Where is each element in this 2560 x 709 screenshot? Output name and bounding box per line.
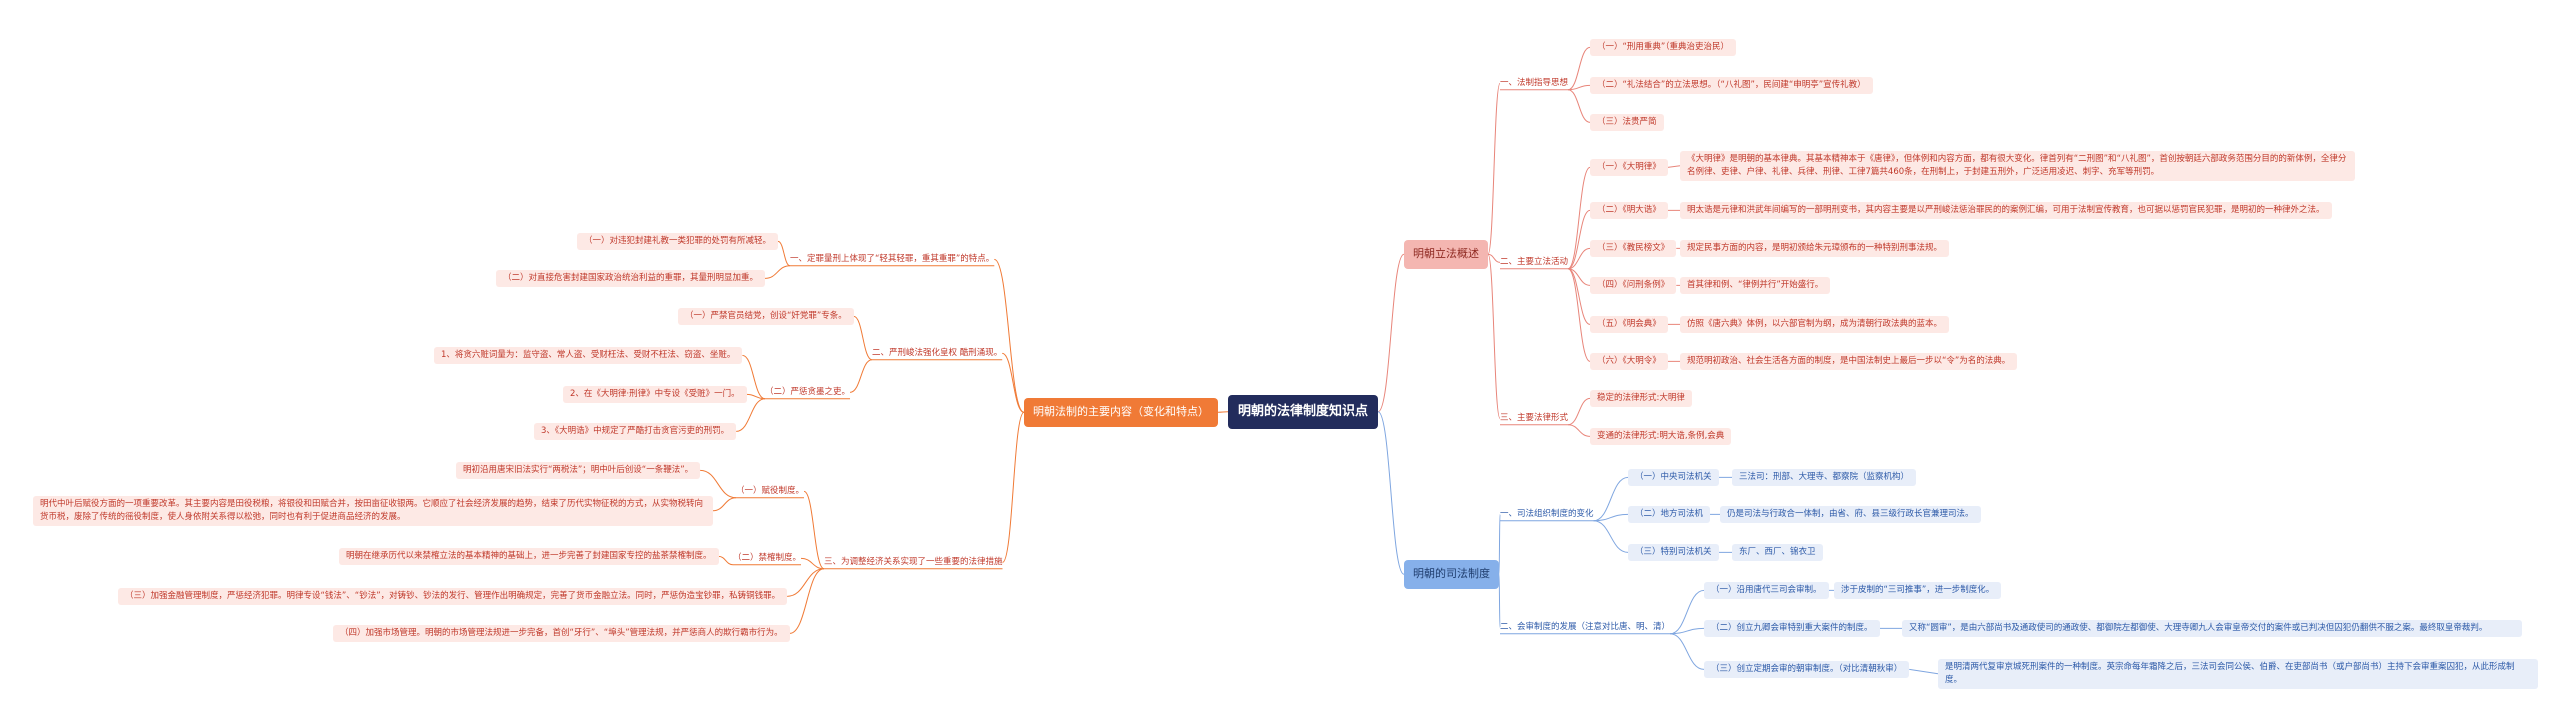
- connector: [1670, 627, 1705, 635]
- leaf-finance[interactable]: （三）加强金融管理制度，严惩经济犯罪。明律专设“钱法”、“钞法”，对铸钞、钞法的…: [118, 588, 788, 605]
- leaf-org-2-val[interactable]: 仍是司法与行政合一体制，由省、府、县三级行政长官兼理司法。: [1720, 506, 1981, 523]
- branch-harsh-law[interactable]: 二、严刑峻法强化皇权 酷刑涌现。: [872, 348, 1003, 358]
- leaf-trial-1-val[interactable]: 涉于皮制的“三司推事”，进一步制度化。: [1834, 582, 2002, 599]
- connector: [1669, 589, 1705, 635]
- leaf-activity-6-val[interactable]: 规范明初政治、社会生活各方面的制度，是中国法制史上最后一步以“令”为名的法典。: [1680, 353, 2018, 370]
- leaf-tax-1[interactable]: 明初沿用唐宋旧法实行“两税法”；明中叶后创设“一条鞭法”。: [456, 462, 701, 479]
- connector: [1498, 513, 1501, 575]
- branch-tax-service[interactable]: （一）赋役制度。: [736, 486, 805, 496]
- leaf-activity-6-key[interactable]: （六）《大明令》: [1590, 353, 1668, 370]
- connector: [1567, 424, 1591, 437]
- leaf-corrupt-3[interactable]: 3、《大明诰》中规定了严酷打击贪官污吏的刑罚。: [534, 423, 737, 440]
- connector: [1567, 166, 1591, 270]
- group-legal-forms[interactable]: 三、主要法律形式: [1500, 413, 1569, 423]
- connector: [1567, 247, 1591, 270]
- leaf-trial-3-val[interactable]: 是明清两代复审京城死刑案件的一种制度。英宗命每年霜降之后，三法司会同公侯、伯爵、…: [1938, 659, 2538, 689]
- branch-main-content[interactable]: 明朝法制的主要内容（变化和特点）: [1024, 398, 1218, 427]
- connector: [994, 258, 1025, 413]
- leaf-org-2-key[interactable]: （二）地方司法机: [1628, 506, 1711, 523]
- connector: [1593, 513, 1629, 522]
- group-joint-trial[interactable]: 二、会审制度的发展（注意对比唐、明、清）: [1500, 622, 1671, 632]
- connector: [1567, 209, 1591, 270]
- leaf-market[interactable]: （四）加强市场管理。明朝的市场管理法规进一步完备，首创“牙行”、“埠头”管理法规…: [333, 625, 790, 642]
- group-judicial-organization[interactable]: 一、司法组织制度的变化: [1500, 509, 1594, 519]
- root-topic[interactable]: 明朝的法律制度知识点: [1228, 395, 1379, 429]
- leaf-trial-2-key[interactable]: （二）创立九卿会审特别重大案件的制度。: [1704, 620, 1880, 637]
- leaf-activity-5-key[interactable]: （五）《明会典》: [1590, 316, 1668, 333]
- connector: [803, 490, 825, 570]
- connector: [1002, 411, 1025, 563]
- connector: [742, 354, 766, 400]
- connector: [718, 555, 734, 566]
- connector: [853, 315, 873, 361]
- connector: [1217, 411, 1229, 413]
- leaf-thought-2[interactable]: （二）“礼法结合”的立法思想。（“八礼图”，民间建“申明亭”宣传礼教）: [1590, 77, 1873, 94]
- leaf-activity-2-val[interactable]: 明太诰是元律和洪武年间编写的一部明刑变书，其内容主要是以严刑峻法惩治罪民的的案例…: [1680, 202, 2332, 219]
- key-value-connector: [1667, 165, 1681, 168]
- connector: [1567, 46, 1591, 91]
- leaf-thought-3[interactable]: （三）法贵严简: [1590, 114, 1664, 131]
- branch-economic-law[interactable]: 三、为调整经济关系实现了一些重要的法律措施: [824, 557, 1003, 567]
- leaf-corrupt-1[interactable]: 1、将贪六赃词量为：监守盗、常人盗、受财枉法、受财不枉法、窃盗、坐赃。: [434, 347, 743, 364]
- connector: [746, 393, 766, 400]
- connector: [1487, 82, 1501, 255]
- connector: [800, 557, 825, 570]
- leaf-corrupt-2[interactable]: 2、在《大明律·刑律》中专设《受赃》一门。: [563, 386, 747, 403]
- connector: [736, 398, 766, 432]
- connector: [1669, 633, 1705, 670]
- leaf-trial-2-val[interactable]: 又称“圆审”，是由六部尚书及通政使司的通政使、都御院左都御使、大理寺卿九人会审皇…: [1902, 620, 2522, 637]
- connector: [1377, 253, 1405, 413]
- connector: [1567, 268, 1591, 362]
- leaf-activity-1-val[interactable]: 《大明律》是明朝的基本律典。其基本精神本于《唐律》，但体例和内容方面，都有很大变…: [1680, 151, 2355, 181]
- branch-legislation-overview[interactable]: 明朝立法概述: [1404, 240, 1488, 269]
- branch-monopoly[interactable]: （二）禁榷制度。: [733, 553, 802, 563]
- key-value-connector: [1909, 668, 1939, 675]
- connector: [1487, 253, 1501, 263]
- leaf-trial-1-key[interactable]: （一）沿用唐代三司会审制。: [1704, 582, 1829, 599]
- leaf-monopoly-1[interactable]: 明朝在继承历代以来禁榷立法的基本精神的基础上，进一步完善了封建国家专控的盐茶禁榷…: [339, 548, 719, 565]
- group-guiding-thought[interactable]: 一、法制指导思想: [1500, 78, 1569, 88]
- leaf-form-1[interactable]: 稳定的法律形式:大明律: [1590, 390, 1692, 407]
- leaf-faction-crime[interactable]: （一）严禁官员结党，创设“奸党罪”专条。: [678, 308, 854, 325]
- connector: [1001, 352, 1025, 413]
- leaf-activity-5-val[interactable]: 仿照《唐六典》体例，以六部官制为纲，成为清朝行政法典的蓝本。: [1680, 316, 1950, 333]
- leaf-trial-3-key[interactable]: （三）创立定期会审的朝审制度。（对比清朝秋审）: [1704, 661, 1910, 678]
- branch-punish-corrupt[interactable]: （二）严惩贪墨之吏。: [765, 387, 851, 397]
- leaf-org-3-key[interactable]: （三）特别司法机关: [1628, 544, 1719, 561]
- connector: [789, 568, 825, 634]
- leaf-activity-2-key[interactable]: （二）《明大诰》: [1590, 202, 1668, 219]
- connector: [777, 240, 791, 267]
- connector: [712, 497, 737, 512]
- leaf-activity-3-val[interactable]: 规定民事方面的内容，是明初颁给朱元璋颁布的一种特别刑事法规。: [1680, 240, 1950, 257]
- leaf-tax-2[interactable]: 明代中叶后赋役方面的一项重要改革。其主要内容是田役税粮，将银役和田赋合并，按田亩…: [33, 496, 713, 526]
- connector: [1377, 411, 1405, 575]
- branch-sentencing[interactable]: 一、定罪量刑上体现了“轻其轻罪，重其重罪”的特点。: [790, 254, 995, 264]
- leaf-activity-4-key[interactable]: （四）《问刑条例》: [1590, 277, 1677, 294]
- leaf-sentencing-1[interactable]: （一）对违犯封建礼教一类犯罪的处罚有所减轻。: [577, 233, 779, 250]
- leaf-form-2[interactable]: 变通的法律形式:明大诰,条例,会典: [1590, 428, 1732, 445]
- leaf-thought-1[interactable]: （一）“刑用重典”（重典治吏治民）: [1590, 39, 1737, 56]
- connector: [1567, 397, 1591, 426]
- leaf-activity-1-key[interactable]: （一）《大明律》: [1590, 159, 1668, 176]
- connector: [700, 469, 737, 499]
- connector: [849, 359, 873, 393]
- connector: [1567, 89, 1591, 123]
- leaf-org-1-key[interactable]: （一）中央司法机关: [1628, 469, 1719, 486]
- connector: [1593, 476, 1629, 522]
- leaf-org-3-val[interactable]: 东厂、西厂、锦衣卫: [1732, 544, 1823, 561]
- group-legislative-activities[interactable]: 二、主要立法活动: [1500, 257, 1569, 267]
- connector: [1487, 253, 1501, 419]
- leaf-sentencing-2[interactable]: （二）对直接危害封建国家政治统治利益的重罪，其量刑明显加重。: [496, 270, 766, 287]
- connector: [1498, 573, 1501, 628]
- connector: [1568, 84, 1591, 91]
- branch-judicial-system[interactable]: 明朝的司法制度: [1404, 560, 1499, 589]
- leaf-org-1-val[interactable]: 三法司：刑部、大理寺、都察院（监察机构）: [1732, 469, 1917, 486]
- connector: [764, 265, 791, 279]
- connector: [787, 568, 825, 597]
- leaf-activity-4-val[interactable]: 首其律和例、“律例并行”开始盛行。: [1680, 277, 1831, 294]
- leaf-activity-3-key[interactable]: （三）《教民榜文》: [1590, 240, 1677, 257]
- connector: [1593, 520, 1629, 553]
